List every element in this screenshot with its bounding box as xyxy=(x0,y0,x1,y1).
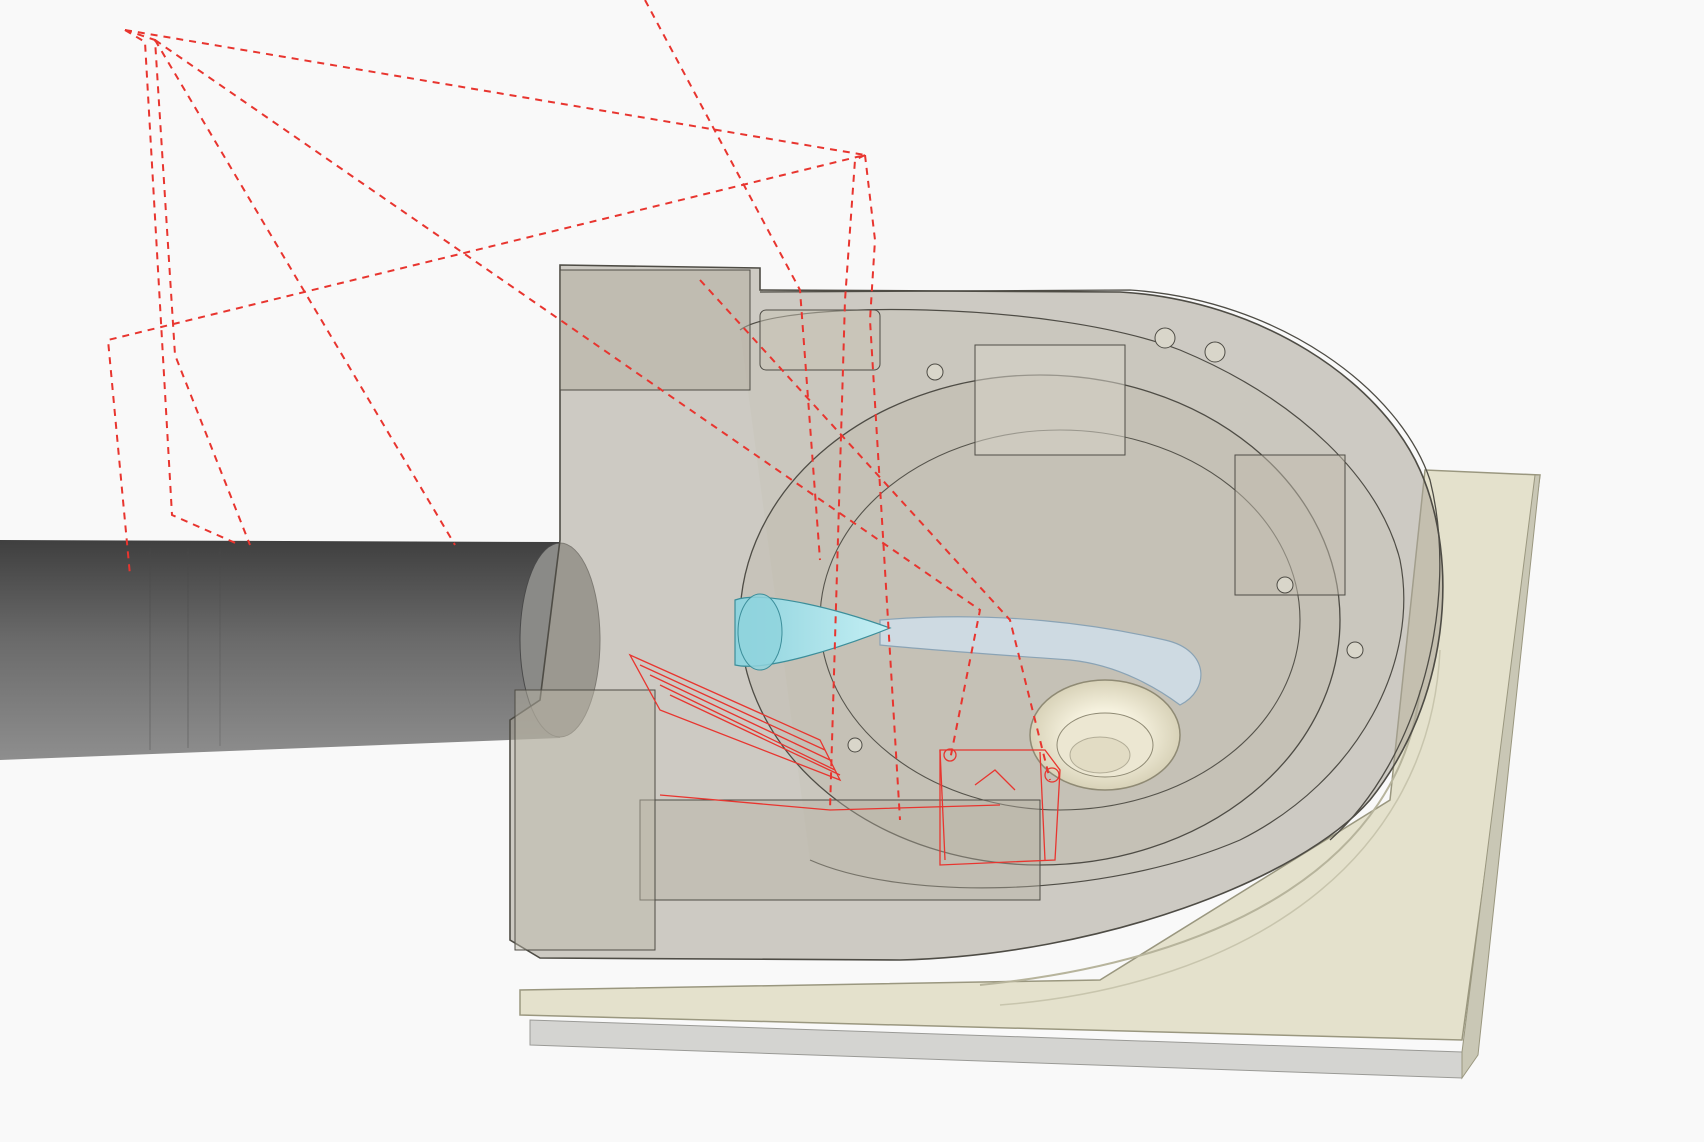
mount-hole xyxy=(926,363,944,381)
housing-left-block xyxy=(559,269,751,391)
base-plate[interactable] xyxy=(519,469,1541,1080)
mount-hole xyxy=(1346,641,1364,659)
housing-clamp-block xyxy=(974,344,1126,456)
highlighted-features xyxy=(628,653,1061,866)
housing-top-rim xyxy=(759,289,1441,841)
housing-body xyxy=(509,264,1444,961)
mount-hole xyxy=(1154,327,1176,349)
housing-right-block xyxy=(1234,454,1346,596)
bearing-ring xyxy=(1029,679,1181,791)
housing-mount-slot-top xyxy=(759,309,881,371)
mount-hole xyxy=(847,737,863,753)
base-plate-side-edge xyxy=(1461,474,1541,1080)
shaft-body xyxy=(0,540,560,760)
construction-sketch xyxy=(106,0,1051,821)
mount-hole xyxy=(1204,341,1226,363)
mount-hole xyxy=(1276,576,1294,594)
housing-front-ledge xyxy=(639,799,1041,901)
housing-inner-wall xyxy=(739,308,1405,889)
housing-lower-left-block xyxy=(514,689,656,951)
conical-tip xyxy=(734,593,892,671)
inner-channel xyxy=(879,616,1202,706)
base-plate-recess-curve-2 xyxy=(999,649,1441,1006)
base-plate-recess-curve xyxy=(979,689,1421,986)
